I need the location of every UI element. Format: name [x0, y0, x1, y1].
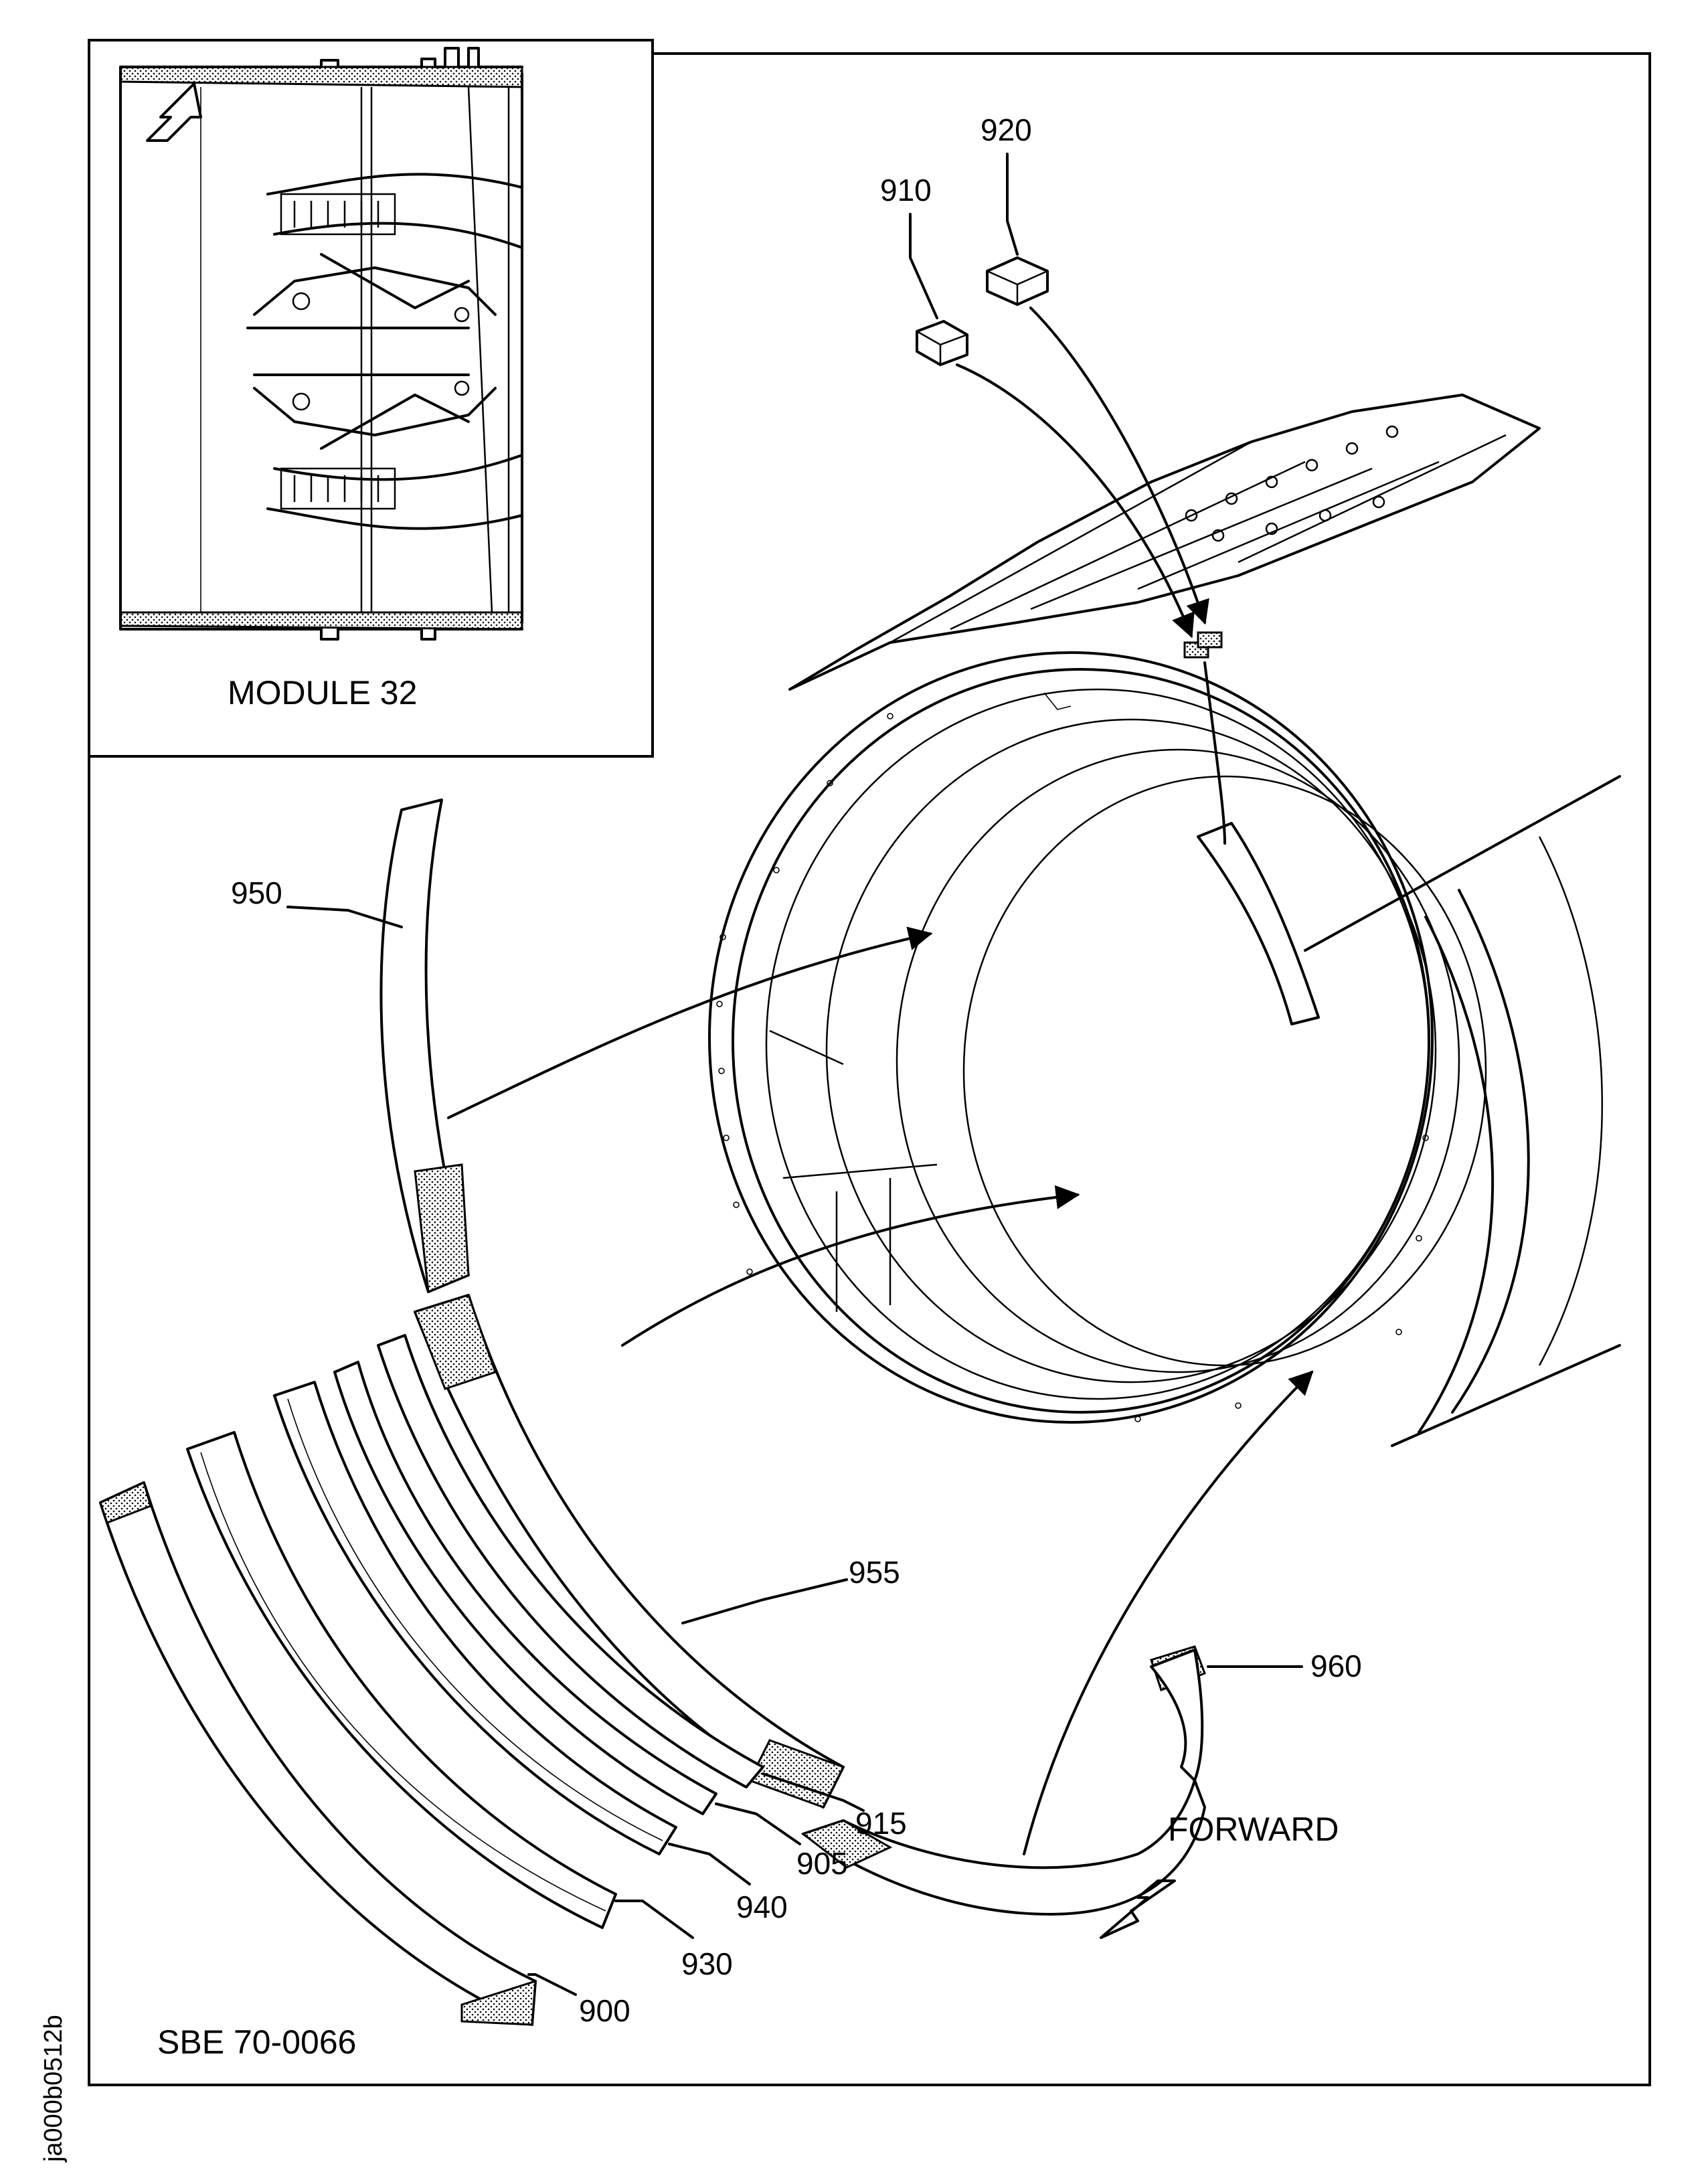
- part-950: [379, 799, 470, 1294]
- bolt-holes: [1185, 425, 1399, 542]
- callout-920: 920: [981, 112, 1032, 147]
- part-920: [986, 256, 1049, 306]
- flow-arrow-icon: [146, 82, 202, 142]
- part-930: [186, 1431, 617, 1929]
- part-960: [800, 1645, 1206, 1916]
- part-910: [916, 320, 968, 366]
- part-900: [99, 1481, 537, 2026]
- callout-960: 960: [1310, 1649, 1362, 1683]
- module-32-cross-section: [119, 47, 523, 641]
- callout-910: 910: [880, 173, 932, 207]
- block-920-installed: [1197, 631, 1223, 649]
- callout-950: 950: [231, 875, 282, 910]
- part-955: [414, 1294, 845, 1809]
- callout-940: 940: [736, 1889, 788, 1924]
- callout-930: 930: [681, 1946, 733, 1981]
- upper-half-case: [788, 394, 1541, 710]
- part-905: [333, 1361, 717, 1815]
- part-940: [273, 1381, 677, 1855]
- figure-id: ja000b0512b: [39, 2015, 68, 2163]
- outer-frame: [88, 52, 1651, 2086]
- inset-caption: MODULE 32: [228, 674, 417, 711]
- callout-955: 955: [849, 1555, 900, 1590]
- callout-900: 900: [579, 1993, 630, 2028]
- callout-915: 915: [855, 1806, 907, 1841]
- assembly-arrows: [447, 307, 1314, 1855]
- ring-holes: [716, 713, 1429, 1422]
- combustion-case-ring: [708, 651, 1621, 1447]
- reference-number: SBE 70-0066: [157, 2023, 356, 2061]
- callout-905: 905: [796, 1846, 848, 1881]
- forward-label: FORWARD: [1168, 1811, 1339, 1848]
- part-915: [377, 1334, 764, 1788]
- forward-arrow-icon: [1100, 1879, 1176, 1939]
- inset-frame: [88, 39, 654, 758]
- leader-lines: [286, 153, 1303, 1996]
